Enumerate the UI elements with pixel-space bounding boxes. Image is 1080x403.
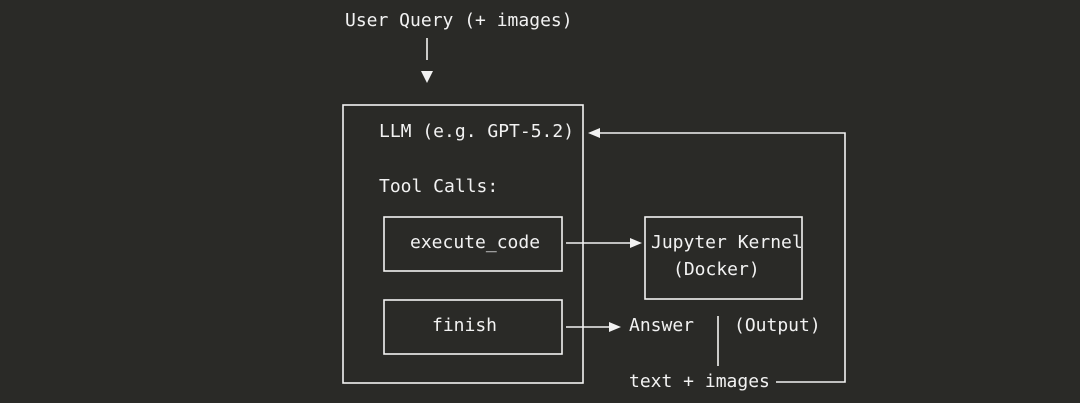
jupyter-kernel-box — [644, 216, 803, 300]
jupyter-kernel-label: Jupyter Kernel — [651, 232, 803, 253]
answer-arrowhead — [609, 322, 621, 332]
execute-code-label: execute_code — [410, 232, 541, 253]
tool-calls-label: Tool Calls: — [379, 176, 499, 197]
docker-label: (Docker) — [673, 259, 760, 280]
llm-label: LLM (e.g. GPT-5.2) — [379, 121, 575, 142]
output-label: (Output) — [734, 315, 821, 336]
feedback-loop-line — [598, 132, 846, 383]
execute-arrowhead — [630, 238, 642, 248]
execute-code-box — [383, 216, 563, 272]
user-query-label: User Query (+ images) — [345, 10, 573, 31]
feedback-arrowhead — [588, 128, 600, 138]
llm-box — [342, 104, 584, 384]
feedback-label: text + images — [629, 371, 770, 392]
answer-label: Answer — [629, 315, 695, 336]
finish-box — [383, 299, 563, 355]
finish-label: finish — [432, 315, 498, 336]
query-arrowhead — [421, 71, 433, 83]
